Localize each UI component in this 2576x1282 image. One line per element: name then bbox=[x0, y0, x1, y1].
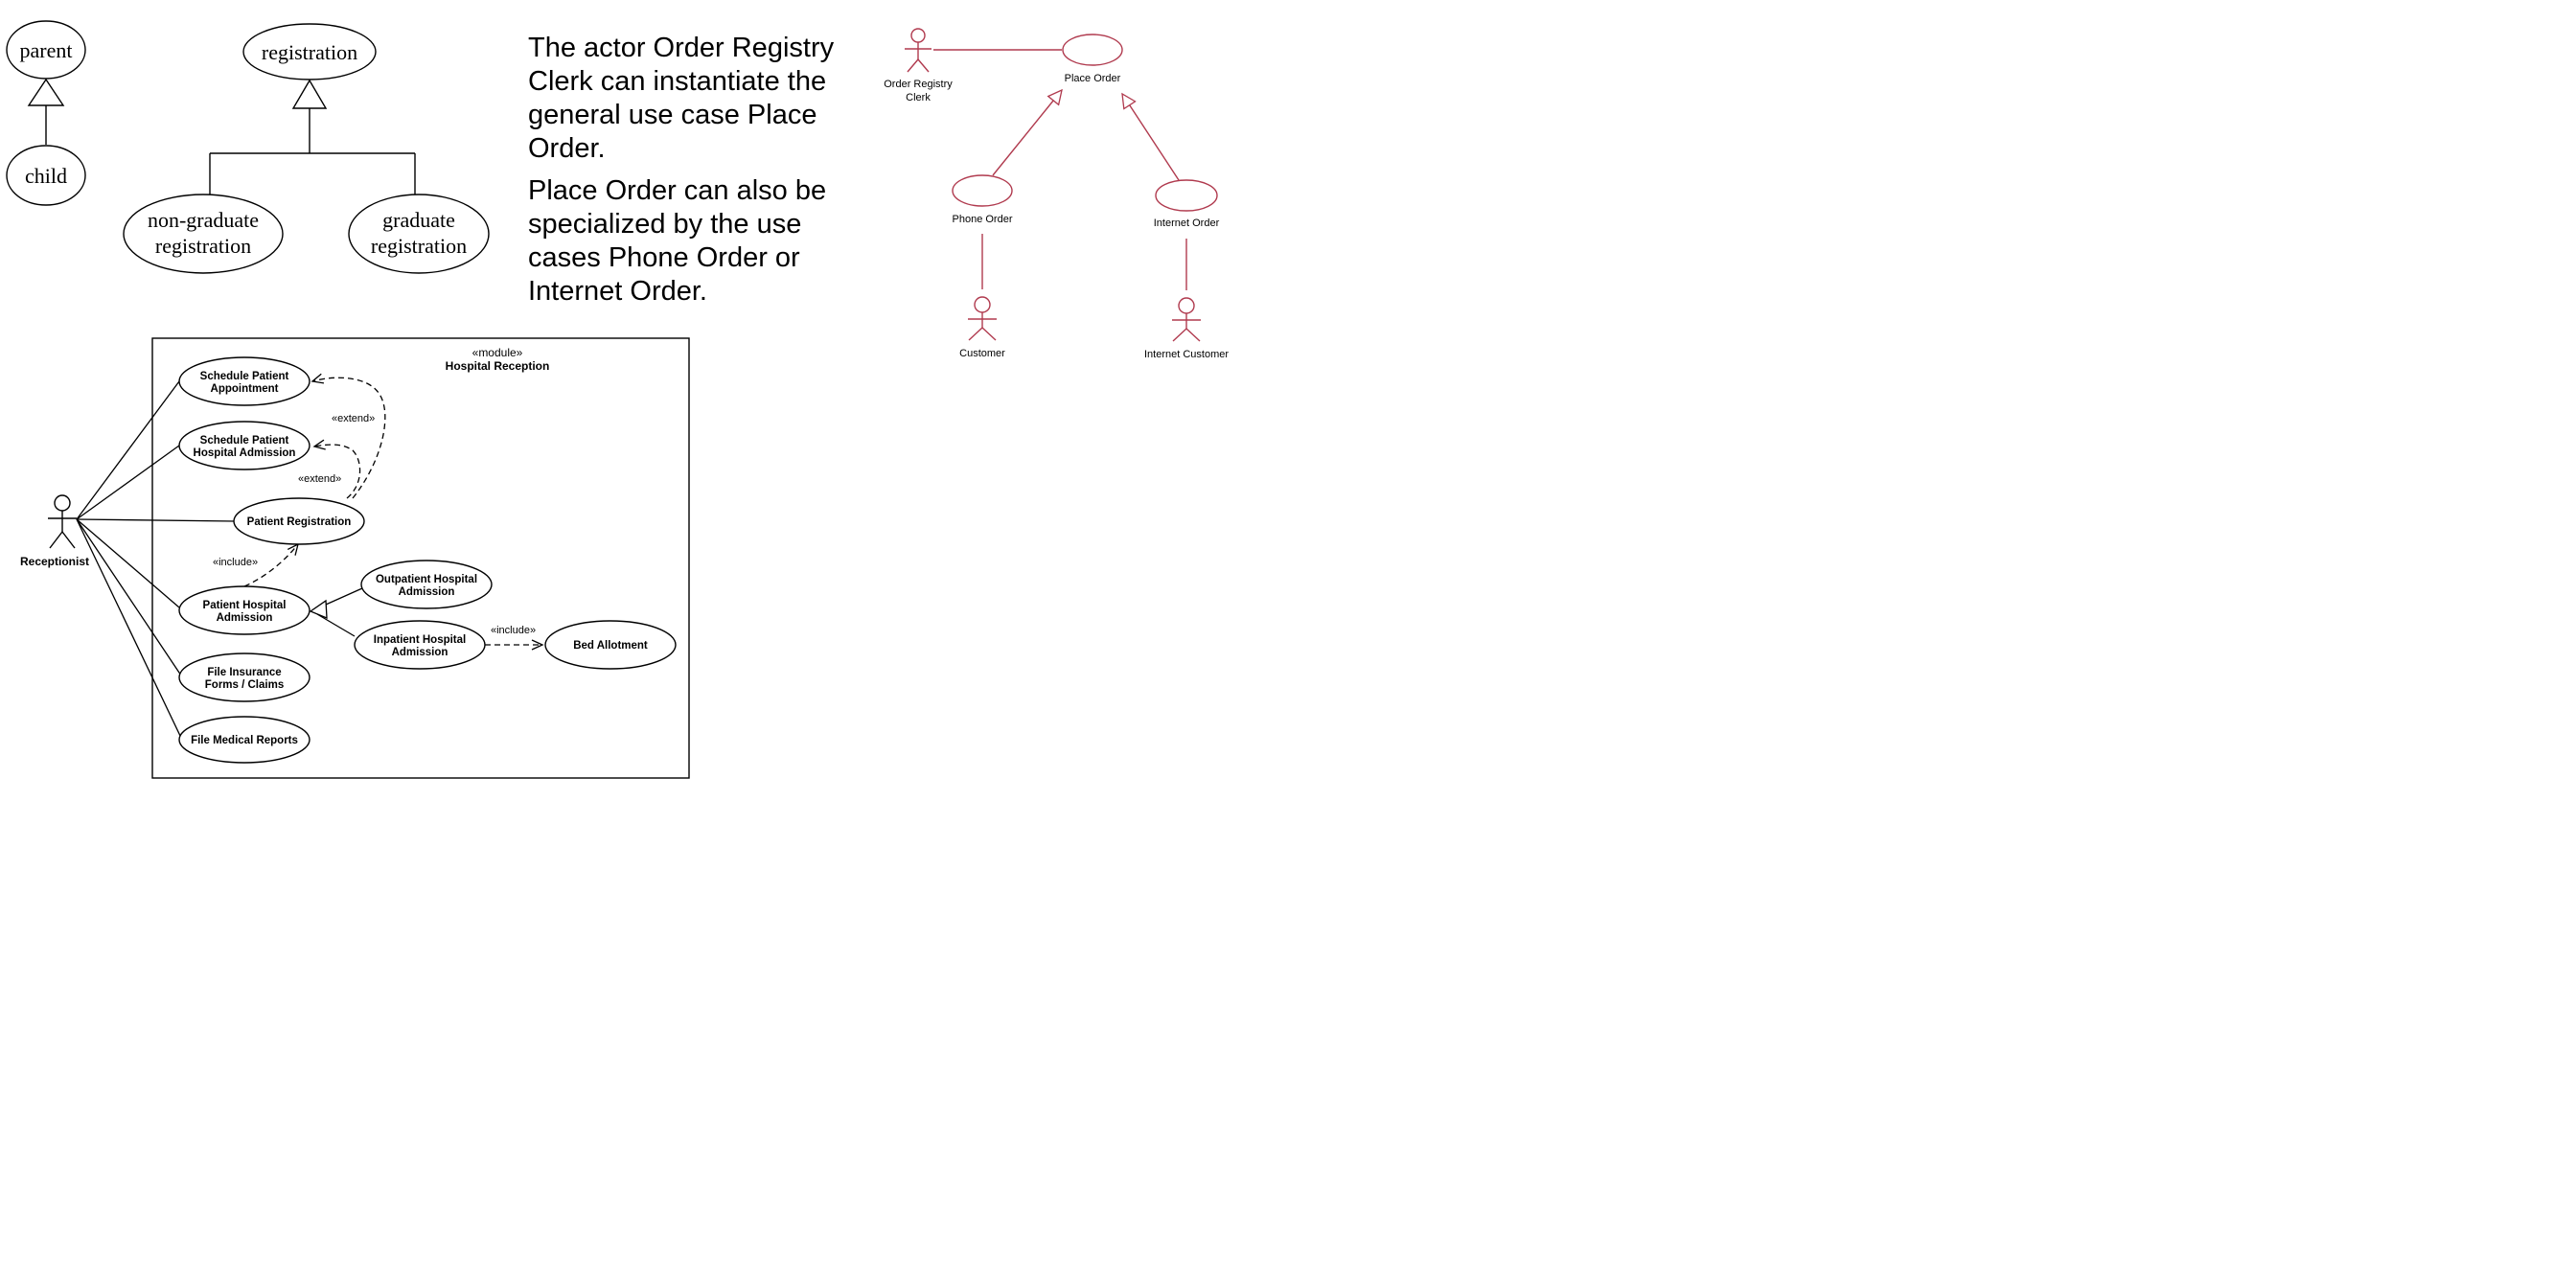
schedule-admission-label-1: Schedule Patient bbox=[200, 435, 289, 446]
schedule-appointment-label-2: Appointment bbox=[211, 383, 279, 395]
order-diagram bbox=[905, 28, 1218, 342]
inpatient-admission-label-1: Inpatient Hospital bbox=[374, 634, 466, 646]
patient-admission-usecase bbox=[178, 585, 310, 635]
schedule-appointment-label-1: Schedule Patient bbox=[200, 371, 289, 382]
inpatient-admission-usecase bbox=[354, 620, 486, 670]
hospital-reception-diagram: «module» Hospital Reception Receptionist bbox=[20, 337, 690, 779]
generalization-triangle bbox=[27, 78, 65, 106]
order-registry-clerk-actor bbox=[905, 28, 932, 73]
internet-customer-label: Internet Customer bbox=[1144, 349, 1229, 360]
phone-order-generalization bbox=[992, 90, 1062, 176]
include-arrow-1 bbox=[243, 542, 299, 587]
extend-label-1: «extend» bbox=[332, 413, 375, 424]
receptionist-associations bbox=[76, 380, 236, 739]
module-boundary bbox=[151, 337, 690, 779]
schedule-appointment-usecase bbox=[178, 356, 310, 406]
receptionist-actor bbox=[48, 494, 77, 549]
include-label-2: «include» bbox=[491, 625, 536, 636]
registration-triangle bbox=[291, 79, 328, 109]
bed-allotment-label: Bed Allotment bbox=[573, 640, 648, 652]
inpatient-admission-label-2: Admission bbox=[392, 647, 448, 658]
phone-order-usecase bbox=[952, 174, 1013, 207]
graduate-label-line1: graduate bbox=[382, 208, 455, 232]
description-paragraph-1: The actor Order Registry Clerk can insta… bbox=[528, 33, 835, 164]
file-medical-label: File Medical Reports bbox=[191, 735, 298, 746]
admission-generalizations bbox=[309, 587, 363, 637]
extend-label-2: «extend» bbox=[298, 473, 341, 485]
patient-admission-label-2: Admission bbox=[217, 612, 273, 624]
file-insurance-label-1: File Insurance bbox=[207, 667, 281, 678]
non-graduate-label-line2: registration bbox=[155, 234, 251, 258]
extend-arrow-1 bbox=[310, 373, 386, 499]
description-paragraph-2: Place Order can also be specialized by t… bbox=[528, 175, 827, 307]
patient-registration-usecase bbox=[233, 497, 365, 545]
non-graduate-label-line1: non-graduate bbox=[148, 208, 259, 232]
place-order-usecase bbox=[1062, 34, 1123, 66]
module-title: Hospital Reception bbox=[446, 359, 550, 373]
schedule-admission-label-2: Hospital Admission bbox=[194, 447, 296, 459]
child-label: child bbox=[25, 164, 67, 188]
clerk-label-line1: Order Registry bbox=[884, 79, 953, 90]
internet-order-label: Internet Order bbox=[1154, 217, 1220, 229]
graduate-label-line2: registration bbox=[371, 234, 467, 258]
internet-customer-actor bbox=[1172, 297, 1201, 342]
extend-arrow-2 bbox=[312, 439, 361, 499]
patient-registration-label: Patient Registration bbox=[247, 516, 352, 528]
place-order-label: Place Order bbox=[1065, 73, 1121, 84]
module-stereotype: «module» bbox=[472, 346, 523, 359]
phone-order-label: Phone Order bbox=[953, 214, 1013, 225]
clerk-label-line2: Clerk bbox=[906, 92, 931, 103]
order-diagram-labels: Order Registry Clerk Place Order Phone O… bbox=[884, 73, 1229, 360]
schedule-admission-usecase bbox=[178, 421, 310, 470]
file-medical-usecase bbox=[178, 716, 310, 764]
receptionist-label: Receptionist bbox=[20, 555, 89, 568]
file-insurance-usecase bbox=[178, 652, 310, 702]
graduate-usecase bbox=[348, 194, 490, 274]
parent-child-generalization: parent child bbox=[6, 20, 86, 206]
child-usecase bbox=[6, 145, 86, 206]
outpatient-admission-label-1: Outpatient Hospital bbox=[376, 574, 477, 585]
parent-label: parent bbox=[20, 38, 73, 62]
include-label-1: «include» bbox=[213, 557, 258, 568]
internet-order-generalization bbox=[1122, 94, 1180, 181]
customer-label: Customer bbox=[959, 348, 1005, 359]
registration-generalization: registration non-graduate registration g… bbox=[123, 23, 490, 274]
patient-admission-label-1: Patient Hospital bbox=[203, 600, 287, 611]
dependencies bbox=[243, 373, 544, 651]
bed-allotment-usecase bbox=[544, 620, 677, 670]
registration-label: registration bbox=[262, 40, 357, 64]
outpatient-admission-usecase bbox=[360, 560, 493, 609]
outpatient-admission-label-2: Admission bbox=[399, 586, 455, 598]
non-graduate-usecase bbox=[123, 194, 284, 274]
customer-actor bbox=[968, 296, 997, 341]
internet-order-usecase bbox=[1155, 179, 1218, 212]
file-insurance-label-2: Forms / Claims bbox=[205, 679, 284, 691]
